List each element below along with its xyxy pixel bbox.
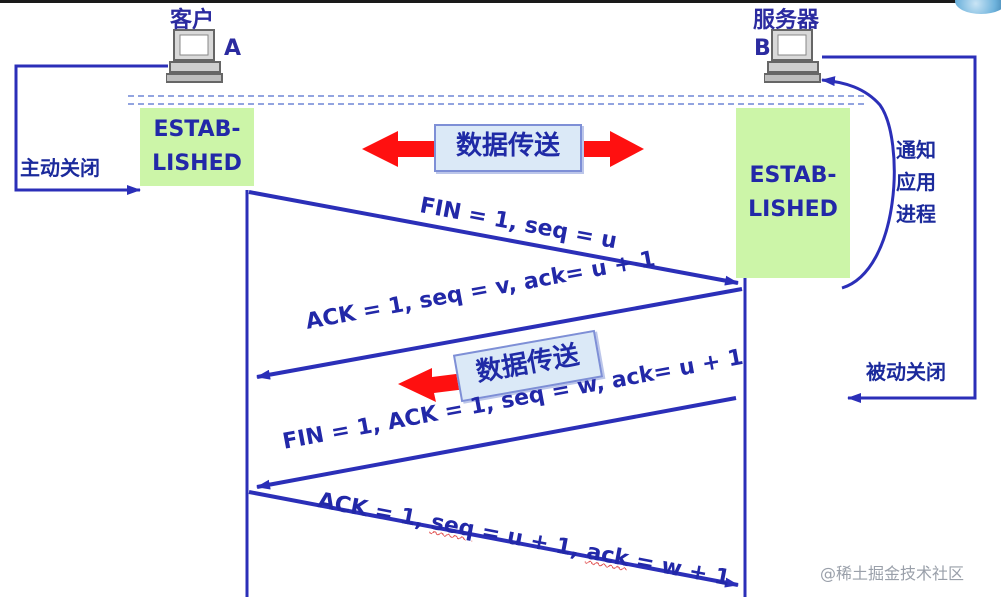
server-state-line2: LISHED [748,197,838,222]
notify-line3: 进程 [896,202,936,226]
server-name: 服务器 [753,8,820,33]
fin-arrow [248,190,739,286]
client-name: 客户 [170,8,215,33]
passive-close-label: 被动关闭 [866,360,946,384]
server-state-box: ESTAB- LISHED [736,108,850,278]
server-letter: B [754,36,771,61]
notify-line1: 通知 [896,138,936,162]
fin-ack-arrow [256,396,737,490]
client-computer-icon [166,29,223,83]
server-state-line1: ESTAB- [749,163,837,188]
active-close-arrow [14,64,168,195]
server-computer-icon [764,29,821,83]
notify-line2: 应用 [896,170,936,194]
active-close-label: 主动关闭 [20,156,100,180]
passive-close-arrow [822,55,977,403]
top-border [0,0,960,3]
client-state-box: ESTAB- LISHED [140,108,254,186]
data-transfer-top: 数据传送 [434,124,582,172]
client-state-line1: ESTAB- [153,117,241,142]
client-letter: A [224,36,242,61]
notify-app-arrow [821,76,896,290]
corner-decoration [955,0,1001,14]
final-ack-arrow [248,490,739,588]
client-state-line2: LISHED [152,151,242,176]
left-red-arrow [398,368,474,402]
watermark: @稀土掘金技术社区 [820,564,965,583]
ack-arrow [256,287,743,380]
